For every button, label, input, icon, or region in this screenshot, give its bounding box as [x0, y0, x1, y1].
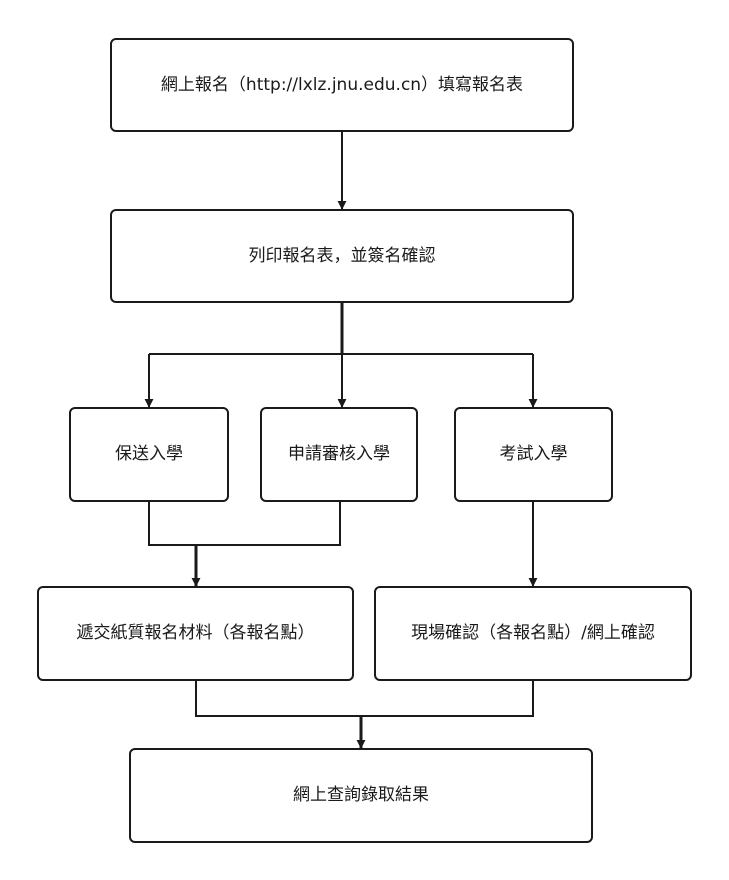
step-submit-paper-materials: 遞交紙質報名材料（各報名點） — [37, 586, 354, 681]
connector-merge-recommended-review — [148, 502, 341, 546]
step-print-form-label: 列印報名表，並簽名確認 — [248, 245, 436, 266]
step-register-online-label: 網上報名（http://lxlz.jnu.edu.cn）填寫報名表 — [160, 74, 524, 95]
step-check-admission-results-label: 網上查詢錄取結果 — [293, 785, 429, 806]
step-register-online: 網上報名（http://lxlz.jnu.edu.cn）填寫報名表 — [110, 38, 574, 132]
step-application-review-admission-label: 申請審核入學 — [288, 444, 390, 465]
step-recommended-admission-label: 保送入學 — [115, 444, 183, 465]
step-exam-admission: 考試入學 — [454, 407, 613, 502]
step-onsite-confirmation-label: 現場確認（各報名點）/網上確認 — [411, 623, 655, 644]
step-recommended-admission: 保送入學 — [69, 407, 229, 502]
step-onsite-confirmation: 現場確認（各報名點）/網上確認 — [374, 586, 692, 681]
connector-merge-bottom — [195, 681, 534, 717]
step-submit-paper-materials-label: 遞交紙質報名材料（各報名點） — [76, 623, 315, 644]
step-exam-admission-label: 考試入學 — [499, 444, 568, 465]
step-application-review-admission: 申請審核入學 — [260, 407, 418, 502]
step-check-admission-results: 網上查詢錄取結果 — [129, 748, 593, 843]
step-print-form: 列印報名表，並簽名確認 — [110, 209, 574, 303]
